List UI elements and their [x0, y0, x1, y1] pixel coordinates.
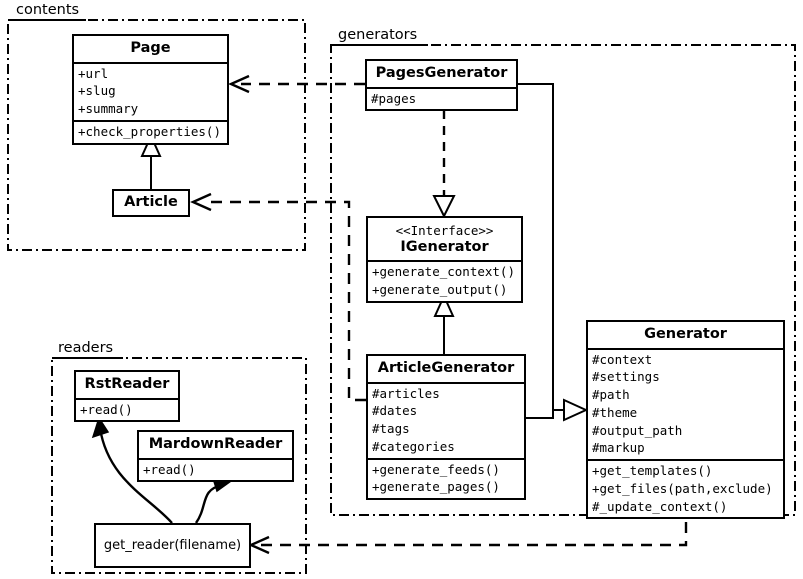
operation-update-context: #_update_context() [592, 498, 728, 514]
attribute-context: #context [592, 351, 653, 367]
attribute-output-path: #output_path [592, 422, 683, 438]
generalization-articlegenerator-to-igenerator [433, 293, 455, 354]
class-title-rst-reader: RstReader [84, 376, 170, 392]
class-box-generator[interactable]: Generator #context #settings #path #them… [586, 320, 785, 520]
class-title-generator: Generator [644, 326, 727, 342]
operation-get-templates: +get_templates() [592, 463, 713, 479]
class-operations-generator: +get_templates() +get_files(path,exclude… [588, 459, 783, 517]
class-name-igenerator: IGenerator [400, 238, 489, 255]
dependency-pagesgenerator-to-page [228, 74, 365, 94]
operation-generate-pages: +generate_pages() [372, 479, 500, 495]
class-title-article-generator: ArticleGenerator [377, 360, 515, 376]
package-label-contents: contents [16, 2, 80, 18]
attribute-summary: +summary [78, 101, 139, 117]
realization-pagesgenerator-to-igenerator [432, 110, 456, 219]
attribute-settings: #settings [592, 369, 660, 385]
association-articlegenerator-to-generator [526, 398, 589, 422]
operation-generate-context: +generate_context() [372, 264, 515, 280]
class-operations-page: +check_properties() [74, 119, 227, 143]
class-box-article[interactable]: Article [112, 189, 190, 217]
package-label-readers: readers [58, 340, 114, 356]
class-operations-igenerator: +generate_context() +generate_output() [368, 260, 521, 301]
attribute-theme: #theme [592, 404, 638, 420]
class-attributes-article-generator: #articles #dates #tags #categories [368, 381, 524, 458]
attribute-tags: #tags [372, 421, 410, 437]
operation-get-files: +get_files(path,exclude) [592, 480, 773, 496]
attribute-pages: #pages [371, 90, 417, 106]
dependency-articlegenerator-to-article [190, 192, 366, 402]
class-operations-rst-reader: +read() [76, 397, 178, 421]
class-box-pages-generator[interactable]: PagesGenerator #pages [365, 59, 518, 112]
attribute-markup: #markup [592, 440, 645, 456]
class-title-igenerator: <<Interface>> IGenerator [368, 218, 521, 260]
operation-read-rst: +read() [80, 401, 133, 417]
class-title-mardown-reader: MardownReader [148, 436, 283, 452]
attribute-path: #path [592, 387, 630, 403]
class-box-rst-reader[interactable]: RstReader +read() [74, 370, 180, 423]
class-operations-article-generator: +generate_feeds() +generate_pages() [368, 457, 524, 499]
operation-generate-feeds: +generate_feeds() [372, 461, 500, 477]
class-attributes-pages-generator: #pages [367, 86, 516, 110]
class-title-page: Page [130, 40, 171, 56]
operation-check-properties: +check_properties() [78, 123, 221, 139]
class-box-article-generator[interactable]: ArticleGenerator #articles #dates #tags … [366, 354, 526, 501]
function-label-get-reader: get_reader(filename) [103, 538, 242, 553]
class-attributes-generator: #context #settings #path #theme #output_… [588, 347, 783, 460]
function-box-get-reader[interactable]: get_reader(filename) [94, 523, 251, 568]
attribute-dates: #dates [372, 403, 418, 419]
class-attributes-page: +url +slug +summary [74, 61, 227, 120]
class-title-pages-generator: PagesGenerator [375, 65, 508, 81]
class-stereotype-igenerator: <<Interface>> [395, 223, 494, 238]
class-box-igenerator[interactable]: <<Interface>> IGenerator +generate_conte… [366, 216, 523, 303]
operation-read-markdown: +read() [143, 461, 196, 477]
class-box-mardown-reader[interactable]: MardownReader +read() [137, 430, 294, 483]
class-operations-mardown-reader: +read() [139, 457, 292, 481]
operation-generate-output: +generate_output() [372, 282, 508, 298]
attribute-articles: #articles [372, 385, 440, 401]
attribute-url: +url [78, 65, 109, 81]
attribute-categories: #categories [372, 438, 455, 454]
class-box-page[interactable]: Page +url +slug +summary +check_properti… [72, 34, 229, 145]
attribute-slug: +slug [78, 83, 116, 99]
class-title-article: Article [124, 194, 178, 210]
package-label-generators: generators [338, 27, 418, 43]
